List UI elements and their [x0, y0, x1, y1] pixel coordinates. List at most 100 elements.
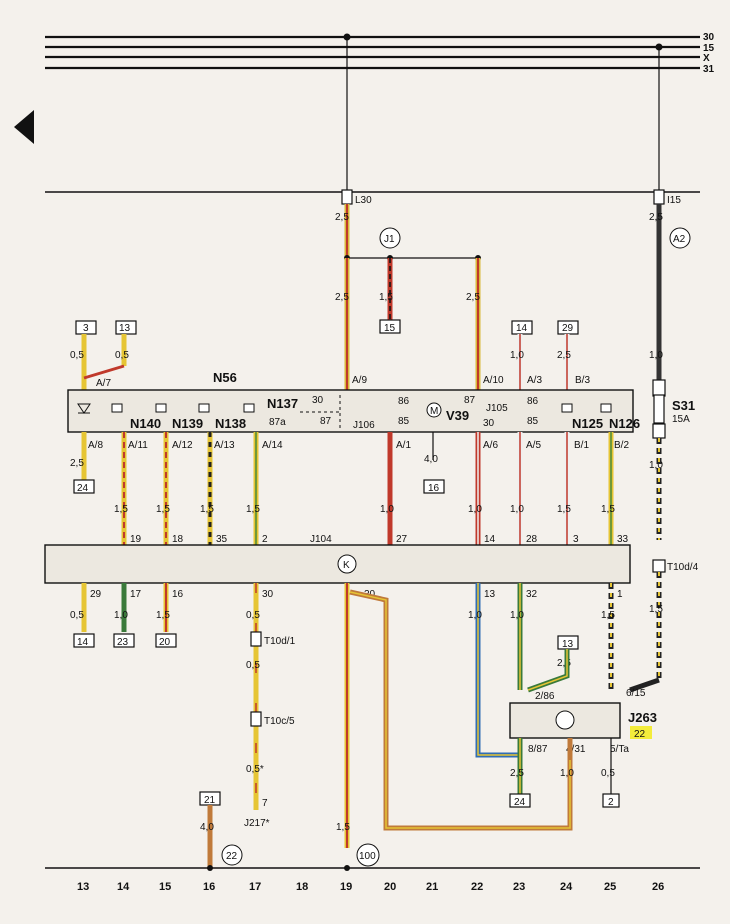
reference-box: 14 [516, 323, 528, 334]
terminal-label: I15 [667, 195, 681, 206]
reference-box: 20 [159, 637, 171, 648]
component-label: J104 [310, 534, 332, 545]
pin-number: 13 [484, 589, 496, 600]
connector-label: A/1 [396, 440, 411, 451]
reference-box: 29 [562, 323, 574, 334]
wire-gauge: 2,5 [70, 458, 84, 469]
junction-label: A2 [673, 234, 686, 245]
control-unit-symbol: K [343, 560, 350, 571]
connector-label: A/3 [527, 375, 542, 386]
column-number: 24 [560, 881, 573, 893]
wire-gauge: 1,5 [156, 610, 170, 621]
wire-gauge: 2,5 [557, 350, 571, 361]
connector-label: A/11 [128, 440, 148, 451]
wire-col19-top: 2,5 J1 [335, 204, 481, 261]
component-label: J263 [628, 710, 657, 725]
wire-gauge: 2,5 [510, 768, 524, 779]
connector-label: A/10 [483, 375, 504, 386]
wire-gauge: 1,5 [379, 292, 393, 303]
wires-to-relay: 2,5 1,5 15 2,5 [335, 258, 481, 390]
connector-label: T10d/4 [667, 562, 699, 573]
wire-gauge: 1,0 [510, 504, 524, 515]
connector-label: 5/Ta [610, 744, 629, 755]
column-numbers: 13 14 15 16 17 18 19 20 21 22 23 24 25 2… [77, 881, 664, 893]
connector-label: A/9 [352, 375, 367, 386]
wire-gauge: 0,5 [246, 660, 260, 671]
connector-label: A/5 [526, 440, 541, 451]
wire-gauge: 0,5 [115, 350, 129, 361]
column-number: 18 [296, 881, 308, 893]
pin-number: 30 [262, 589, 274, 600]
wire-gauge: 1,0 [380, 504, 394, 515]
column-number: 16 [203, 881, 215, 893]
wire-gauge: 1,0 [468, 504, 482, 515]
wire-gauge: 1,0 [649, 350, 663, 361]
column-number: 15 [159, 881, 171, 893]
wire-gauge: 1,5 [114, 504, 128, 515]
relay-carrier: N56 N140 N139 N138 N137 30 87 87a J106 8… [67, 370, 640, 433]
wire-gauge: 2,5 [335, 292, 349, 303]
wire-gauge: 1,0 [468, 610, 482, 621]
pin-number: 7 [262, 798, 268, 809]
component-label: N137 [267, 396, 298, 411]
terminal-label: 30 [483, 418, 495, 429]
pin-number: 2 [262, 534, 268, 545]
wire-gauge: 1,0 [114, 610, 128, 621]
terminal-label: 87a [269, 417, 286, 428]
pin-number: 32 [526, 589, 538, 600]
pin-number: 27 [396, 534, 408, 545]
column-number: 20 [384, 881, 396, 893]
connector-label: A/7 [96, 378, 111, 389]
terminal-label: 87 [320, 416, 332, 427]
back-arrow-icon[interactable] [14, 110, 34, 144]
pin-number: 29 [90, 589, 102, 600]
connector-label: A/13 [214, 440, 235, 451]
reference-box: 13 [119, 323, 131, 334]
component-label: N126 [609, 416, 640, 431]
wire-gauge: 1,5 [336, 822, 350, 833]
wire-gauge: 1,5 [156, 504, 170, 515]
ground-point-label: 100 [359, 851, 376, 862]
component-label: N140 [130, 416, 161, 431]
wire-gauge: 0,5* [246, 764, 264, 775]
pin-number: 16 [172, 589, 184, 600]
connector-label: B/3 [575, 375, 590, 386]
component-label: N56 [213, 370, 237, 385]
wire-gauge: 0,5 [70, 350, 84, 361]
terminal-label: 30 [312, 395, 324, 406]
wire-gauge: 0,5 [70, 610, 84, 621]
reference-box: 23 [117, 637, 129, 648]
fuse-rating: 15A [672, 414, 690, 425]
pin-number: 14 [484, 534, 496, 545]
column-number: 22 [471, 881, 483, 893]
wire-gauge: 1,0 [649, 460, 663, 471]
wire-gauge: 1,5 [557, 504, 571, 515]
wire-gauge: 1,5 [246, 504, 260, 515]
connector-label: A/6 [483, 440, 498, 451]
connector-label: B/1 [574, 440, 589, 451]
bus-label: 31 [703, 64, 715, 75]
terminal-label: 87 [464, 395, 476, 406]
pin-number: 1 [617, 589, 623, 600]
wires-relay-to-J104: 2,5 24 4,0 16 1,5 1,5 1,5 1,5 1,0 1,0 1,… [70, 432, 615, 545]
component-label: J106 [353, 420, 375, 431]
wire-gauge: 4,0 [424, 454, 438, 465]
wire-gauge: 1,5 [601, 504, 615, 515]
column-number: 17 [249, 881, 261, 893]
reference-box: 15 [384, 323, 396, 334]
connector-label: 2/86 [535, 691, 555, 702]
wire-gauge: 1,5 [200, 504, 214, 515]
pin-number: 35 [216, 534, 228, 545]
reference-box: 13 [562, 639, 574, 650]
reference-box: 24 [514, 797, 526, 808]
pin-number: 3 [573, 534, 579, 545]
wire-gauge: 1,0 [510, 350, 524, 361]
connector-label: B/2 [614, 440, 629, 451]
column-number: 19 [340, 881, 352, 893]
terminal-label: 86 [398, 396, 410, 407]
connector-label: T10d/1 [264, 636, 296, 647]
component-label: J105 [486, 403, 508, 414]
reference-box: 24 [77, 483, 89, 494]
connector-label: 4/31 [566, 744, 586, 755]
top-references: 3 13 0,5 0,5 A/7 14 29 1,0 2,5 A/9 A/10 … [70, 320, 590, 390]
